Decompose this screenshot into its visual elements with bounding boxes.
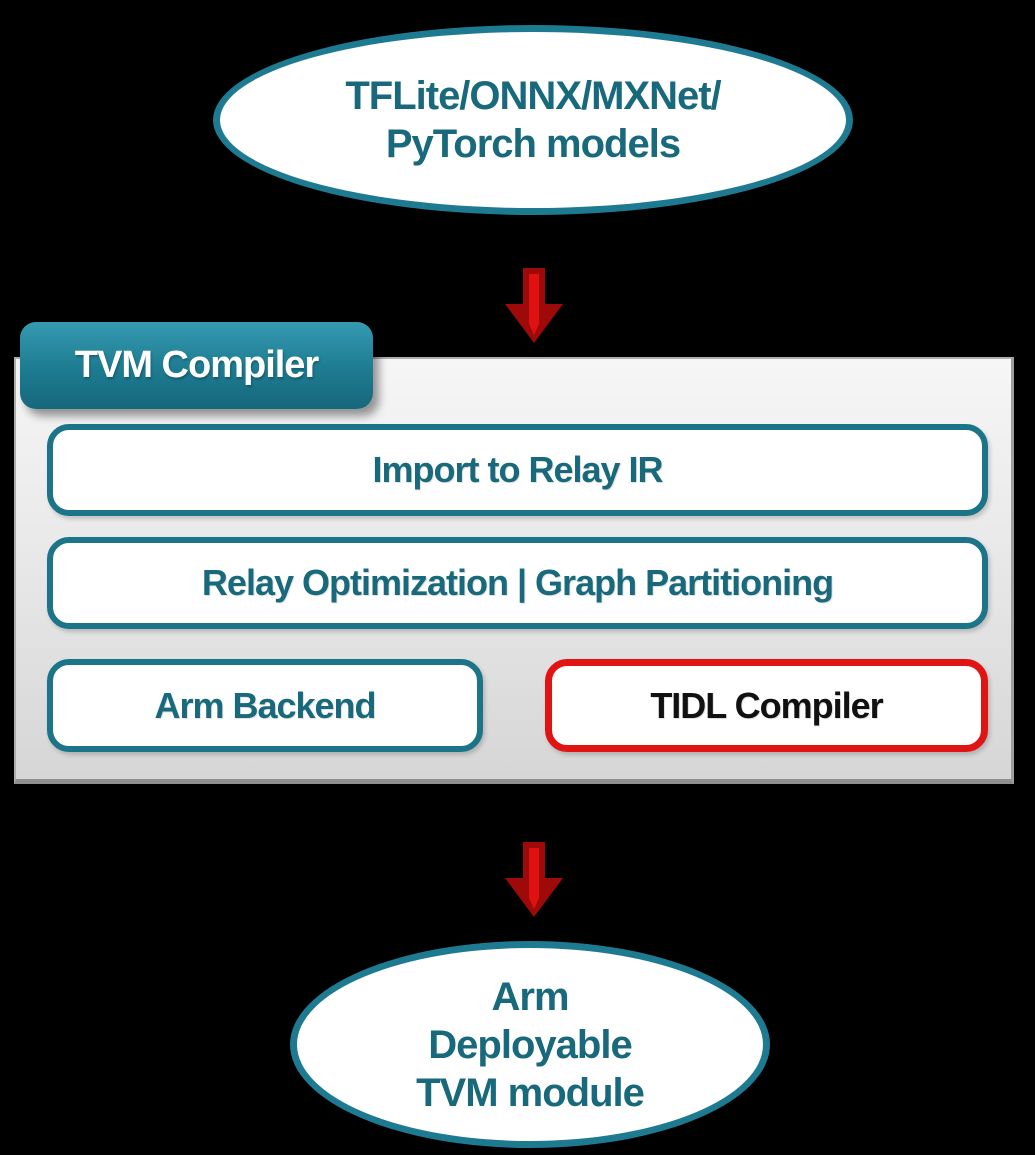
tvm-compiler-label: TVM Compiler — [74, 344, 319, 386]
output-module-line1: Arm — [491, 974, 569, 1019]
arm-backend-label: Arm Backend — [154, 684, 376, 726]
tidl-compiler-box: TIDL Compiler — [545, 659, 988, 752]
relay-optimization-box: Relay Optimization | Graph Partitioning — [47, 537, 988, 629]
output-module-node: Arm Deployable TVM module — [290, 941, 770, 1148]
input-models-line2: PyTorch models — [385, 122, 681, 166]
input-models-node: TFLite/ONNX/MXNet/ PyTorch models — [213, 25, 853, 215]
import-relay-ir-box: Import to Relay IR — [47, 424, 988, 516]
input-models-line1: TFLite/ONNX/MXNet/ — [345, 74, 721, 118]
down-arrow-icon — [505, 268, 563, 343]
down-arrow-icon — [505, 842, 563, 917]
output-module-line3: TVM module — [416, 1070, 645, 1115]
tvm-compiler-tab: TVM Compiler — [20, 322, 373, 409]
relay-optimization-label: Relay Optimization | Graph Partitioning — [201, 562, 834, 603]
arm-backend-box: Arm Backend — [47, 659, 483, 752]
tidl-compiler-label: TIDL Compiler — [650, 684, 883, 726]
output-module-line2: Deployable — [428, 1022, 632, 1067]
import-relay-ir-label: Import to Relay IR — [372, 449, 663, 490]
